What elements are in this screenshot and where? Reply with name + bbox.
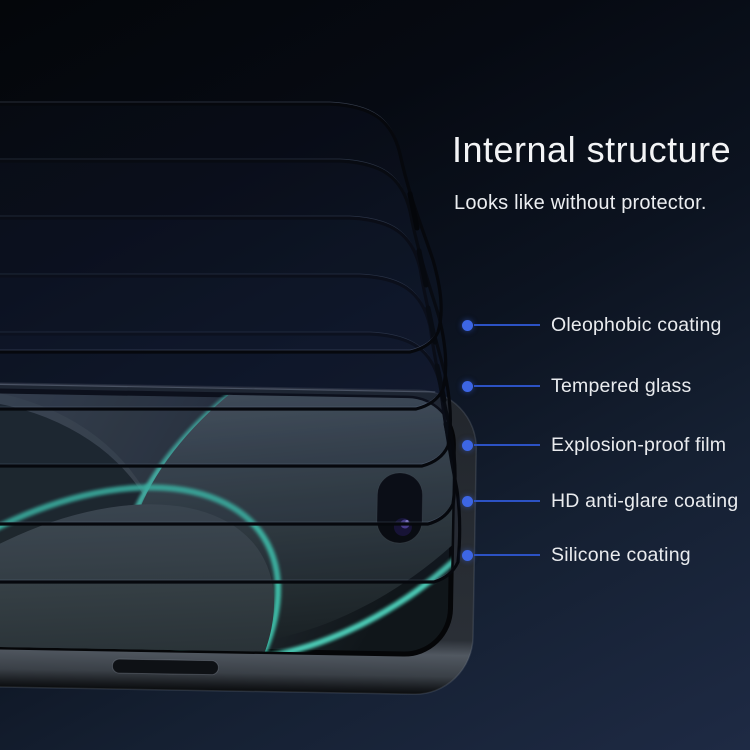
callout-label: Silicone coating bbox=[551, 543, 691, 566]
callout-dot-icon bbox=[462, 495, 473, 507]
wallpaper-ellipse-lower bbox=[0, 484, 282, 655]
glass-layer-2 bbox=[0, 158, 448, 411]
callout-hd-anti-glare-coating: HD anti-glare coating bbox=[462, 490, 738, 512]
glass-layers bbox=[0, 101, 462, 584]
page-subtitle: Looks like without protector. bbox=[454, 191, 707, 214]
callout-oleophobic-coating: Oleophobic coating bbox=[462, 314, 722, 336]
speaker-slot bbox=[111, 658, 219, 676]
callout-explosion-proof-film: Explosion-proof film bbox=[462, 434, 726, 456]
callout-label: Tempered glass bbox=[551, 374, 692, 397]
glass-layer-3 bbox=[0, 215, 452, 468]
heading-block: Internal structure Looks like without pr… bbox=[452, 130, 731, 215]
callout-label: Oleophobic coating bbox=[551, 313, 722, 336]
glass-layer-1 bbox=[0, 101, 443, 354]
phone bbox=[0, 380, 478, 695]
callout-line bbox=[474, 324, 540, 326]
callout-silicone-coating: Silicone coating bbox=[462, 544, 691, 566]
callout-line bbox=[474, 554, 540, 556]
page-title: Internal structure bbox=[452, 129, 732, 170]
callout-dot-icon bbox=[462, 319, 473, 331]
glass-layer-4 bbox=[0, 273, 457, 526]
callout-label: HD anti-glare coating bbox=[551, 489, 739, 512]
callout-label: Explosion-proof film bbox=[551, 433, 727, 456]
callout-dot-icon bbox=[462, 439, 473, 451]
phone-top-edge-highlight bbox=[0, 381, 436, 393]
wallpaper-arc-far bbox=[0, 388, 172, 655]
callout-line bbox=[474, 500, 540, 502]
callout-dot-icon bbox=[462, 549, 473, 561]
callout-line bbox=[474, 444, 540, 446]
callout-dot-icon bbox=[462, 380, 473, 392]
callout-line bbox=[474, 385, 540, 387]
camera-highlight bbox=[405, 519, 409, 524]
callout-tempered-glass: Tempered glass bbox=[462, 375, 691, 397]
